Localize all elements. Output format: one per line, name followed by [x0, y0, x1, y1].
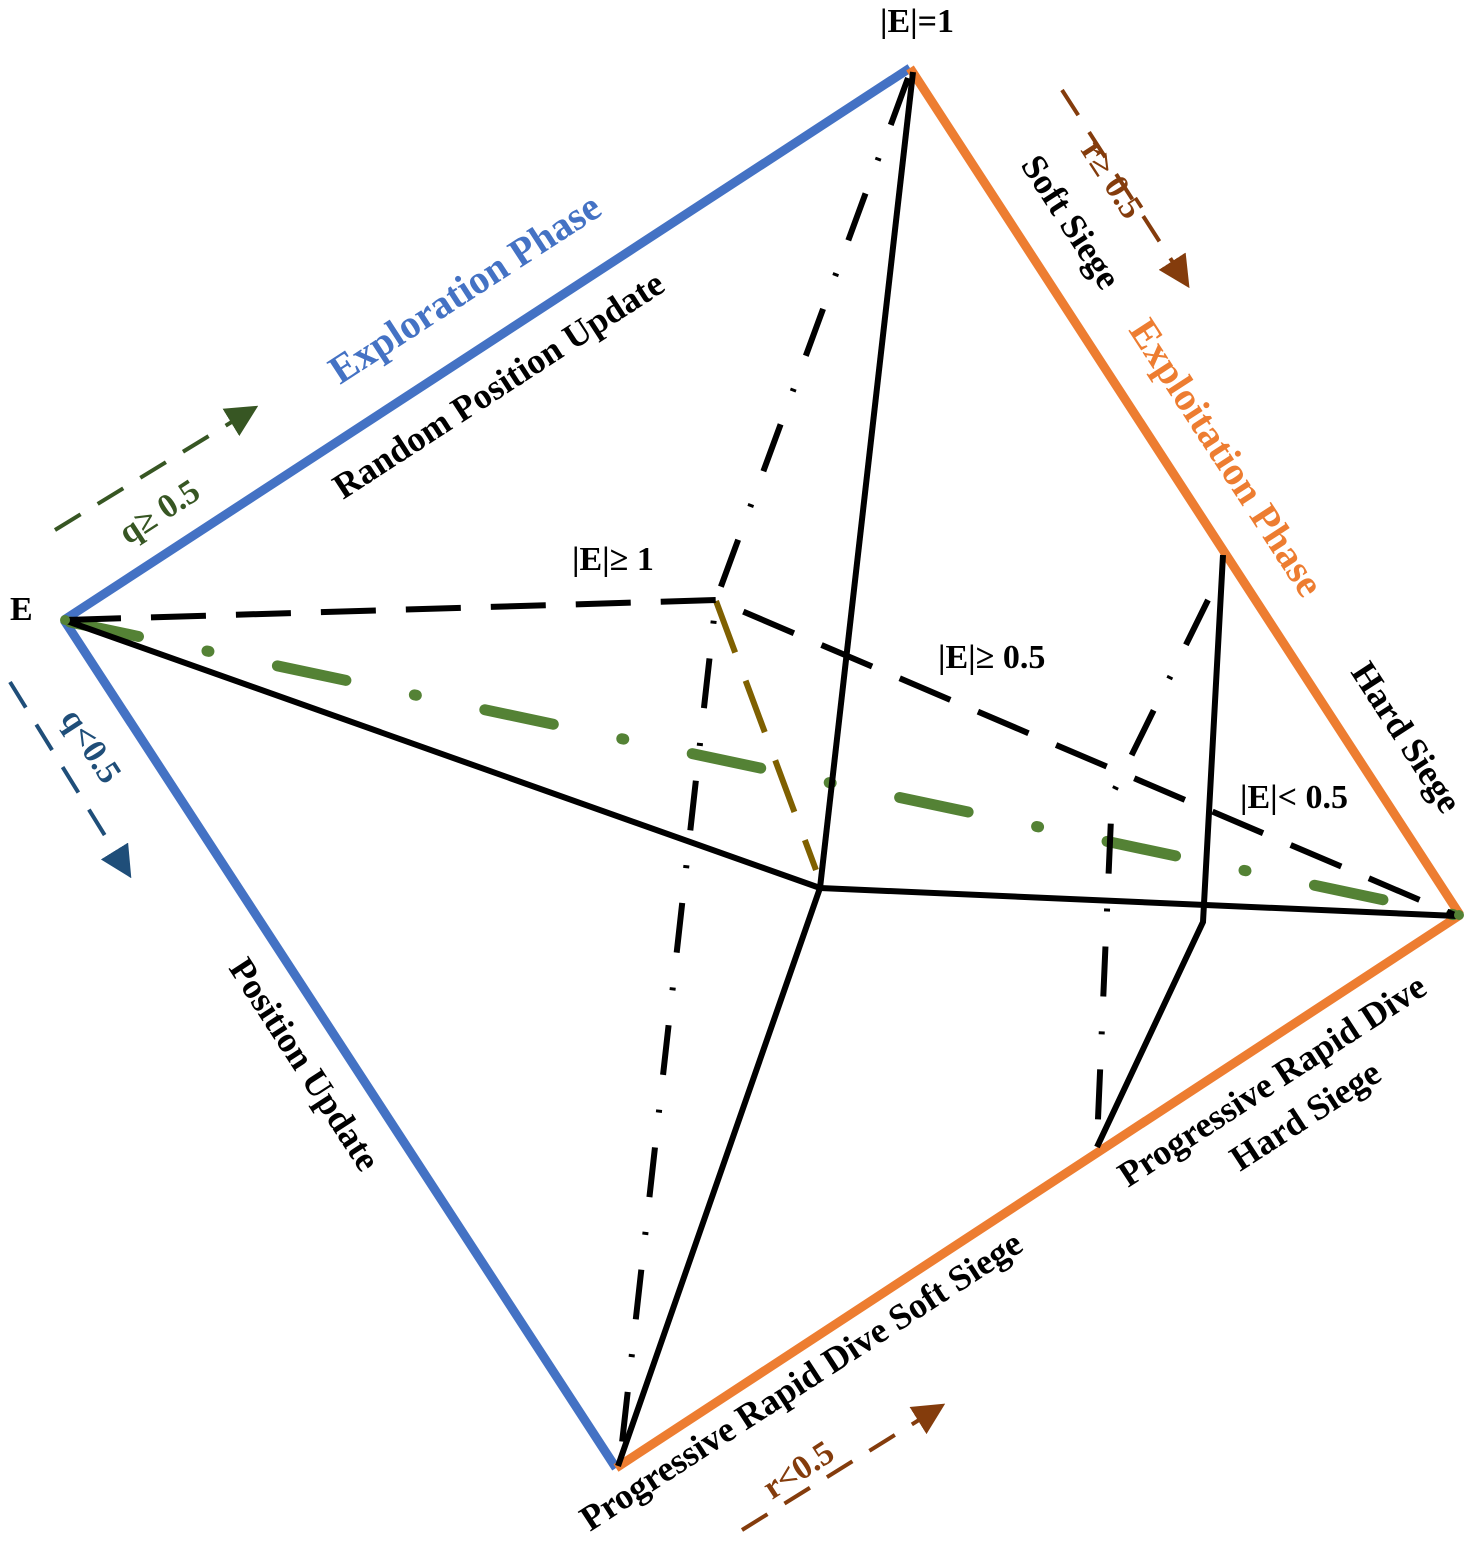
green-dashdot-line: [64, 616, 1461, 921]
solid-line-e-to-center: [62, 617, 822, 891]
solid-line-center-to-right: [819, 885, 1458, 919]
solid-line-right-inner: [1094, 554, 1226, 1149]
olive-dashed-line: [713, 599, 819, 872]
black-dashed-line-top: [65, 596, 1457, 918]
q-lt-arrow: [8, 680, 132, 879]
label-e-lt-05: |E|< 0.5: [1240, 779, 1348, 816]
vertex-right-dot: [1454, 910, 1464, 920]
exploitation-edge-top: [906, 65, 1464, 918]
black-dashdot-line-left: [618, 76, 911, 1453]
label-e-eq-1: |E|=1: [880, 3, 954, 40]
q-lt-label: q<0.5: [53, 702, 128, 790]
q-ge-arrow: [53, 405, 259, 532]
label-e: E: [10, 591, 33, 628]
exploration-edge-bottom: [60, 617, 620, 1471]
r-ge-arrow: [1060, 88, 1190, 289]
label-e-ge-05: |E|≥ 0.5: [938, 639, 1045, 676]
exploration-edge-top: [61, 64, 913, 624]
exploitation-edge-bottom: [613, 911, 1463, 1472]
label-e-ge-1: |E|≥ 1: [572, 541, 654, 578]
r-lt-arrow: [740, 1403, 946, 1532]
hard-siege-label: Hard Siege: [1343, 655, 1468, 820]
solid-line-center-to-bottom: [615, 887, 823, 1467]
black-dashdot-line-right: [1094, 598, 1211, 1143]
random-position-update-label: Random Position Update: [326, 263, 672, 507]
vertex-e-dot: [60, 615, 70, 625]
solid-line-top-to-center: [817, 71, 916, 889]
